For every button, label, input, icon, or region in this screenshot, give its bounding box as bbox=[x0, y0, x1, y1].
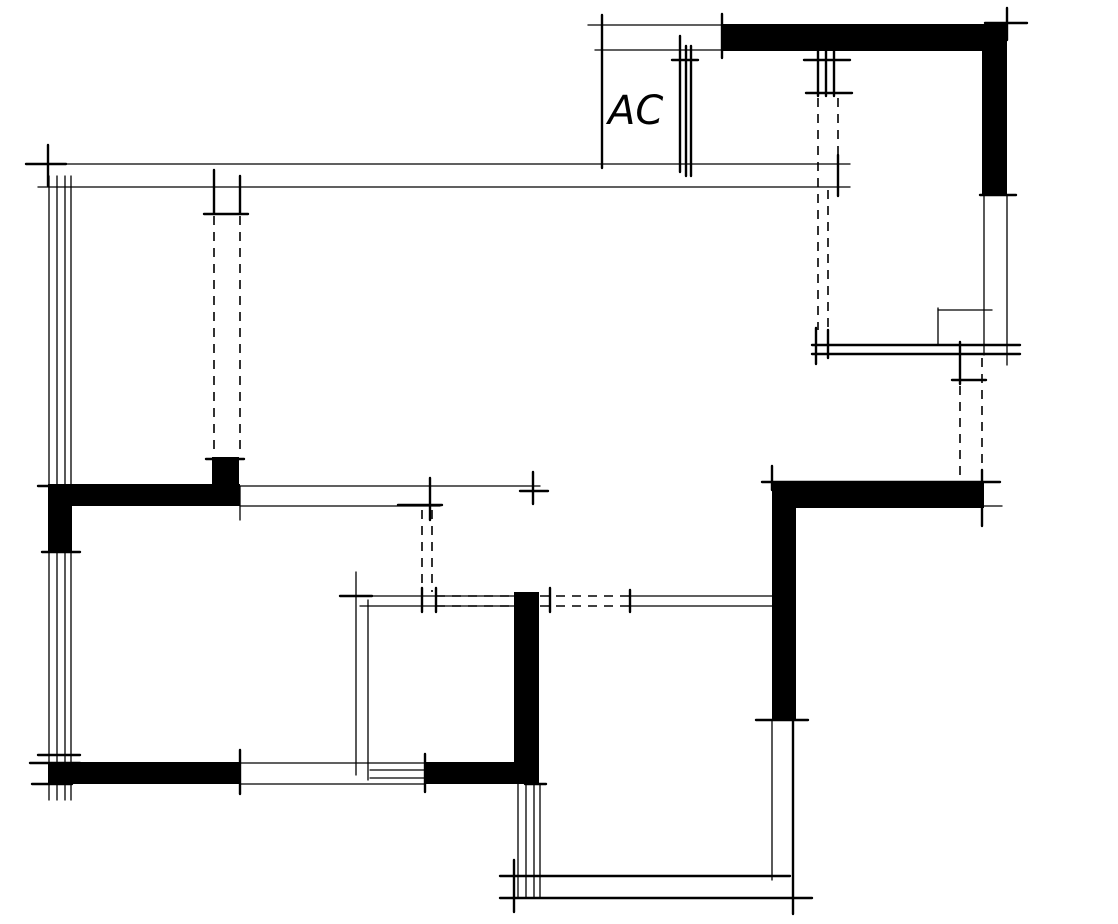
wall-bottom-middle bbox=[425, 762, 525, 784]
wall-right-vertical bbox=[772, 482, 796, 720]
wall-right-upper bbox=[982, 24, 1007, 196]
wall-top-right bbox=[722, 24, 1007, 51]
solid-walls bbox=[48, 24, 1007, 784]
wall-middle-vertical bbox=[514, 592, 539, 784]
wall-left-middle bbox=[48, 484, 240, 506]
ac-label: AC bbox=[605, 88, 663, 134]
wall-left-stub bbox=[48, 484, 72, 552]
dashed-lines bbox=[213, 98, 983, 607]
wall-bottom-left bbox=[48, 762, 240, 784]
wall-right-middle bbox=[772, 482, 984, 508]
thin-lines bbox=[24, 6, 1029, 916]
wall-column bbox=[212, 457, 239, 487]
